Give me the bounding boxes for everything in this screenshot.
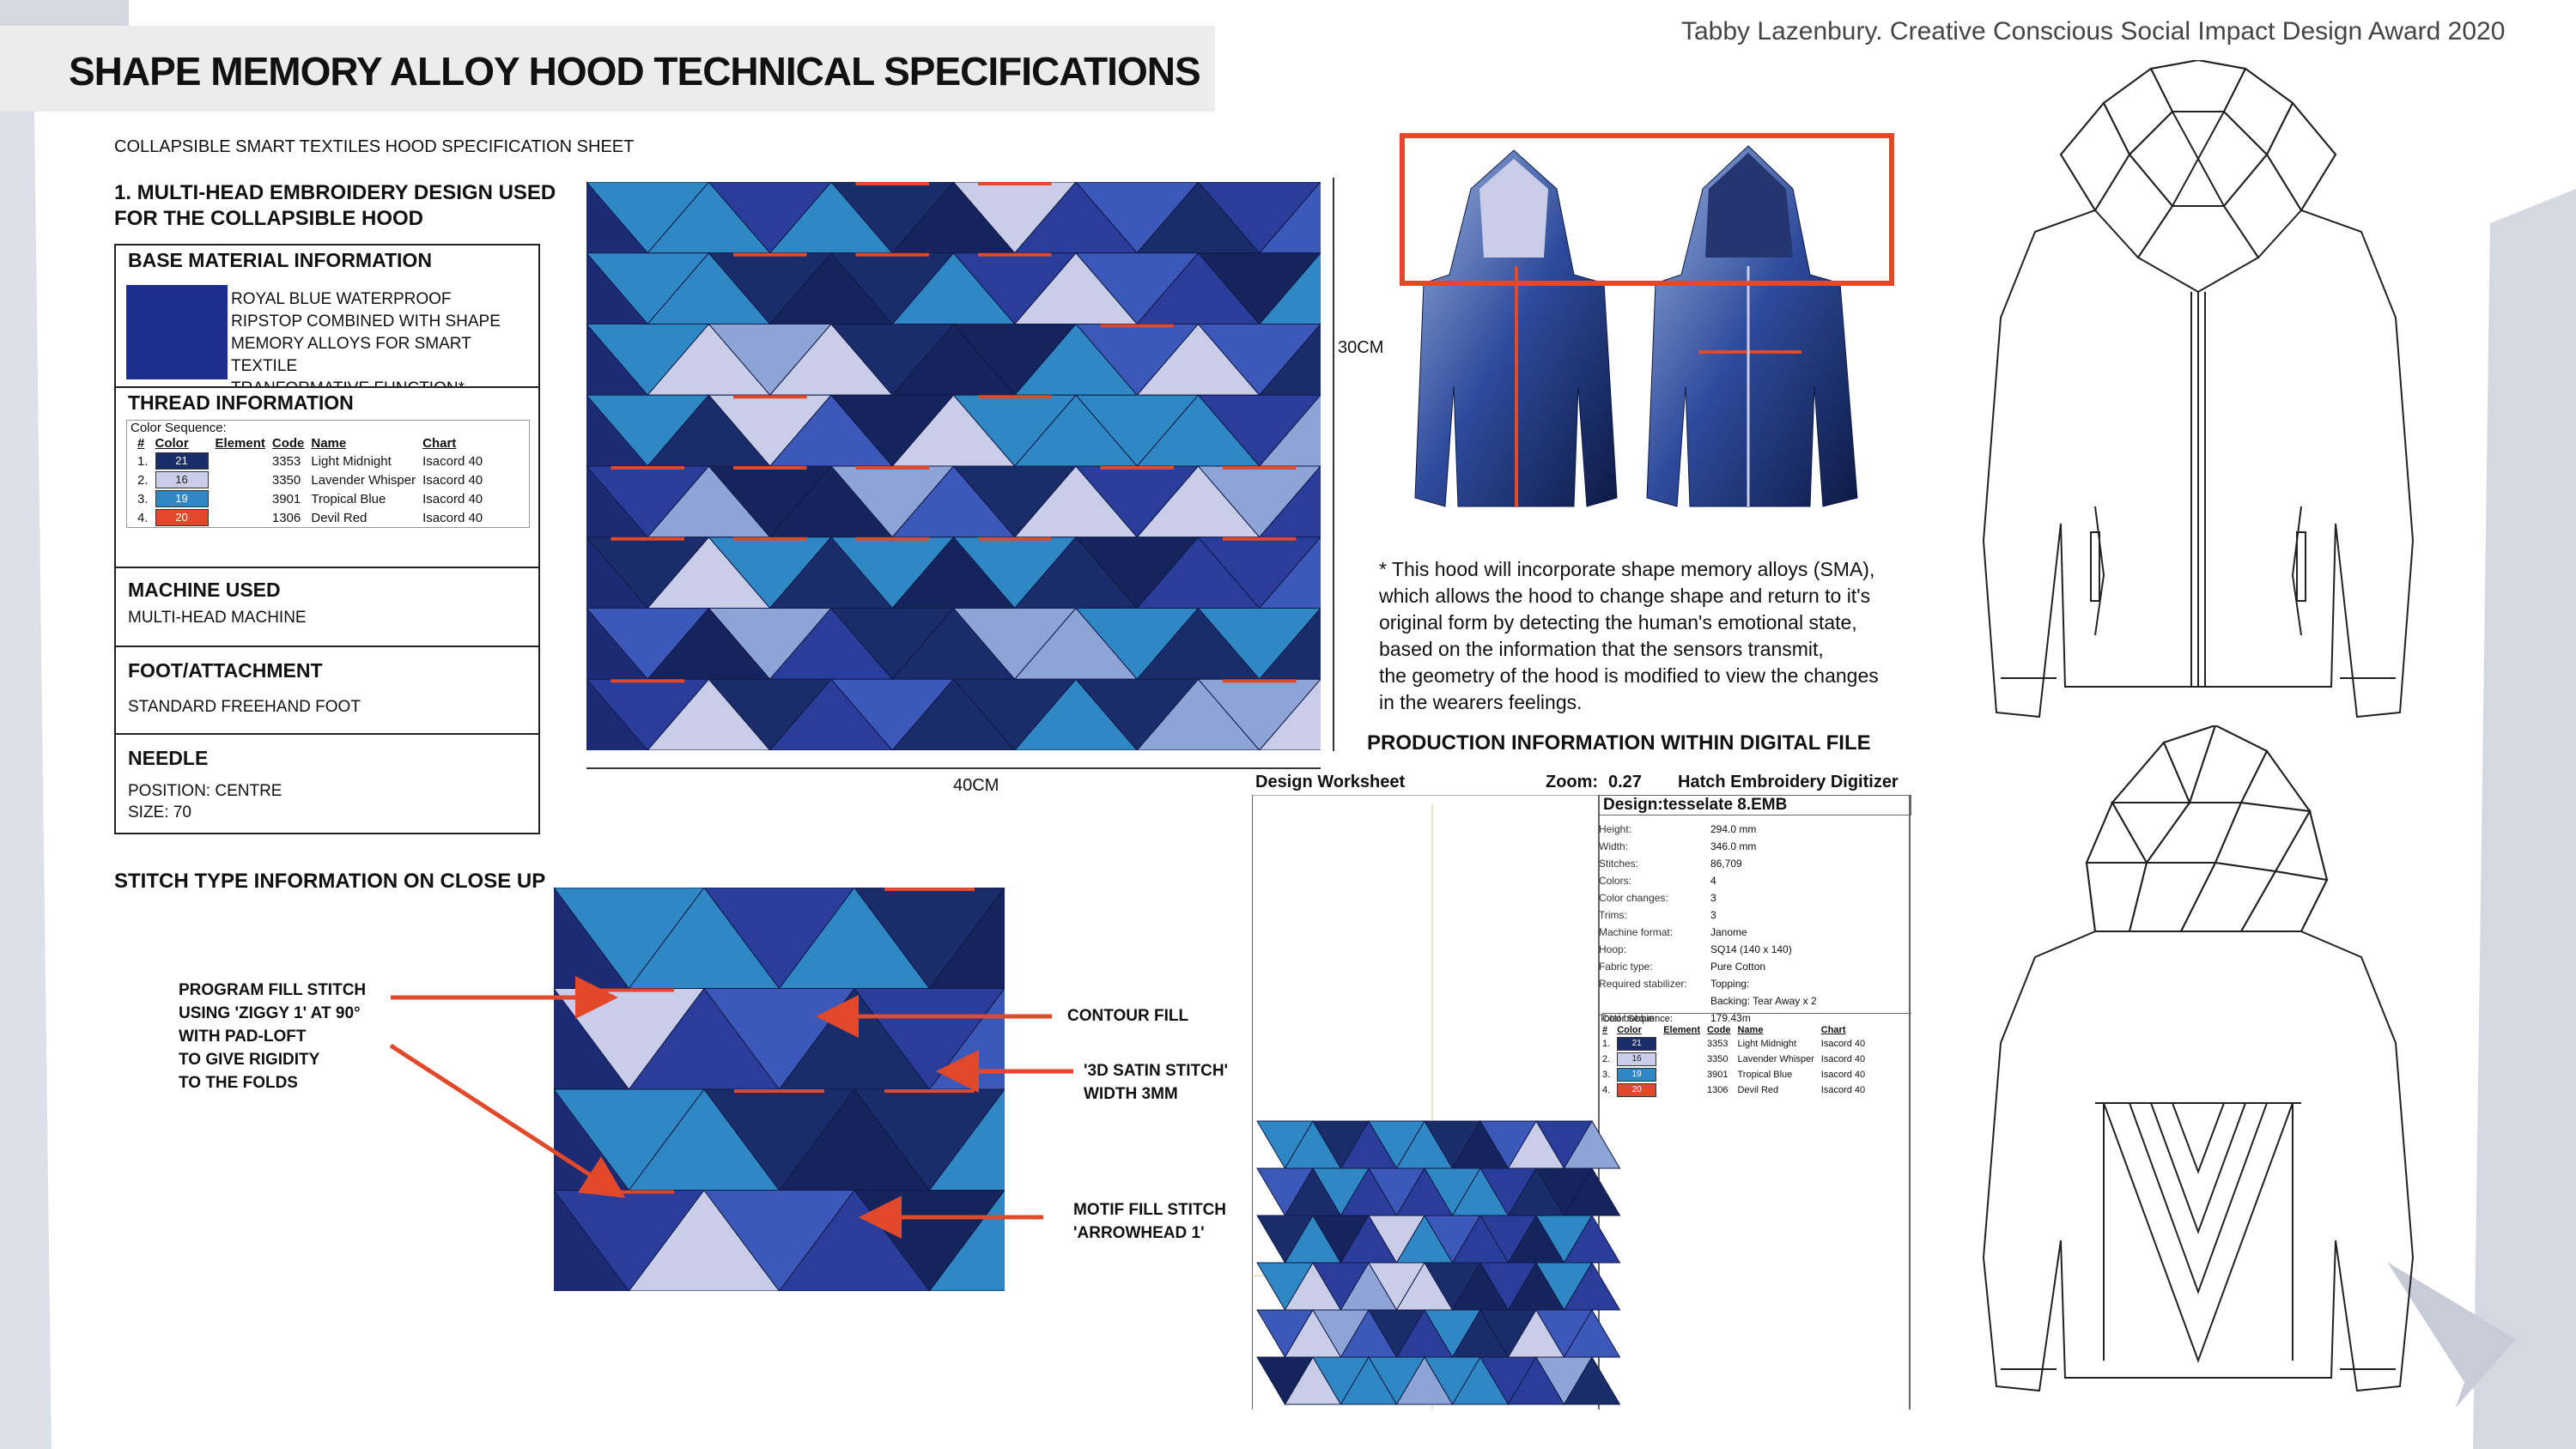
zoom-value: 0.27 (1608, 773, 1642, 791)
field-row: Colors:4 (1599, 875, 1716, 887)
thread-heading: THREAD INFORMATION (128, 391, 354, 414)
field-row: Required stabilizer:Topping: (1599, 978, 1750, 990)
thread-table-wrap: Color Sequence: # Color Element Code Nam… (126, 420, 530, 528)
color-chip: 20 (1617, 1083, 1657, 1097)
section-heading: 1. MULTI-HEAD EMBROIDERY DESIGN USED FOR… (114, 181, 556, 230)
thread-table-header: # Color Element Code Name Chart (137, 436, 457, 451)
color-chip: 20 (155, 509, 209, 526)
machine-heading: MACHINE USED (128, 579, 281, 601)
software-name: Hatch Embroidery Digitizer (1678, 773, 1899, 791)
worksheet-canvas (1252, 795, 1911, 1410)
satin-stitch-label: '3D SATIN STITCH' WIDTH 3MM (1084, 1062, 1229, 1103)
thread-table: # Color Element Code Name Chart 1. 21 33… (137, 435, 489, 527)
field-row: Backing: Tear Away x 2 (1710, 995, 1817, 1007)
sheet-subtitle: COLLAPSIBLE SMART TEXTILES HOOD SPECIFIC… (114, 137, 635, 156)
foot-value: STANDARD FREEHAND FOOT (128, 698, 361, 716)
color-chip: 21 (1617, 1037, 1657, 1051)
stitch-closeup-image (554, 888, 1005, 1291)
field-row: Height:294.0 mm (1599, 823, 1757, 835)
color-sequence-label: Color Sequence: (131, 421, 227, 435)
title-bar (0, 26, 1215, 112)
machine-value: MULTI-HEAD MACHINE (128, 609, 307, 627)
field-row: Machine format:Janome (1599, 926, 1747, 938)
table-row: 3. 19 3901 Tropical Blue Isacord 40 (137, 490, 483, 507)
page-title: SHAPE MEMORY ALLOY HOOD TECHNICAL SPECIF… (69, 49, 1201, 94)
worksheet-title: Design Worksheet (1255, 773, 1406, 791)
award-credit: Tabby Lazenbury. Creative Conscious Soci… (1681, 17, 2506, 45)
fabric-swatch (126, 285, 228, 379)
production-heading: PRODUCTION INFORMATION WITHIN DIGITAL FI… (1367, 731, 1871, 755)
hood-description: * This hood will incorporate shape memor… (1379, 558, 1879, 713)
color-chip: 21 (155, 452, 209, 470)
color-chip: 16 (155, 471, 209, 488)
program-fill-label: PROGRAM FILL STITCH USING 'ZIGGY 1' AT 9… (179, 981, 367, 1092)
needle-size: SIZE: 70 (128, 803, 191, 822)
hoodie-renders (1400, 133, 1894, 507)
color-chip: 19 (155, 490, 209, 507)
foot-heading: FOOT/ATTACHMENT (128, 659, 323, 682)
zoom-label: Zoom: (1546, 773, 1599, 791)
table-row: 4. 20 1306 Devil Red Isacord 40 (137, 509, 483, 526)
design-info-panel: Design:tesselate 8.EMB (1599, 795, 1911, 815)
motif-fill-label: MOTIF FILL STITCH 'ARROWHEAD 1' (1073, 1201, 1227, 1242)
height-dimension: 30CM (1338, 338, 1384, 357)
contour-fill-label: CONTOUR FILL (1067, 1007, 1189, 1025)
needle-box: NEEDLE POSITION: CENTRE SIZE: 70 (114, 733, 540, 834)
foot-box: FOOT/ATTACHMENT STANDARD FREEHAND FOOT (114, 646, 540, 735)
dimension-lines (586, 178, 1334, 769)
field-row: Color changes:3 (1599, 892, 1716, 904)
field-row: Total bobbin:179.43m (1599, 1012, 1751, 1024)
embroidery-design-image (586, 182, 1321, 750)
base-material-heading: BASE MATERIAL INFORMATION (128, 249, 432, 271)
design-worksheet: Design Worksheet Zoom: 0.27 Hatch Embroi… (1252, 773, 1913, 1410)
table-row: 1. 21 3353 Light Midnight Isacord 40 (137, 452, 483, 470)
field-row: Trims:3 (1599, 909, 1716, 921)
field-row: Width:346.0 mm (1599, 840, 1757, 852)
width-dimension: 40CM (953, 776, 999, 795)
color-chip: 16 (1617, 1052, 1657, 1066)
thread-box: THREAD INFORMATION Color Sequence: # Col… (114, 386, 540, 568)
field-row: Fabric type:Pure Cotton (1599, 961, 1766, 973)
table-row: 2. 16 3350 Lavender Whisper Isacord 40 (137, 471, 483, 488)
needle-heading: NEEDLE (128, 747, 209, 769)
base-material-box: BASE MATERIAL INFORMATION ROYAL BLUE WAT… (114, 244, 540, 397)
hoodie-front-sketch (1982, 60, 2415, 718)
design-fields: Height:294.0 mm Width:346.0 mm Stitches:… (1599, 821, 1910, 1027)
stitch-heading: STITCH TYPE INFORMATION ON CLOSE UP (114, 870, 546, 893)
design-file-name: Design:tesselate 8.EMB (1603, 796, 1788, 814)
field-row: Stitches:86,709 (1599, 858, 1742, 870)
hoodie-back-sketch (1982, 725, 2415, 1392)
field-row: Hoop:SQ14 (140 x 140) (1599, 943, 1792, 955)
color-chip: 19 (1617, 1068, 1657, 1082)
needle-position: POSITION: CENTRE (128, 782, 283, 800)
